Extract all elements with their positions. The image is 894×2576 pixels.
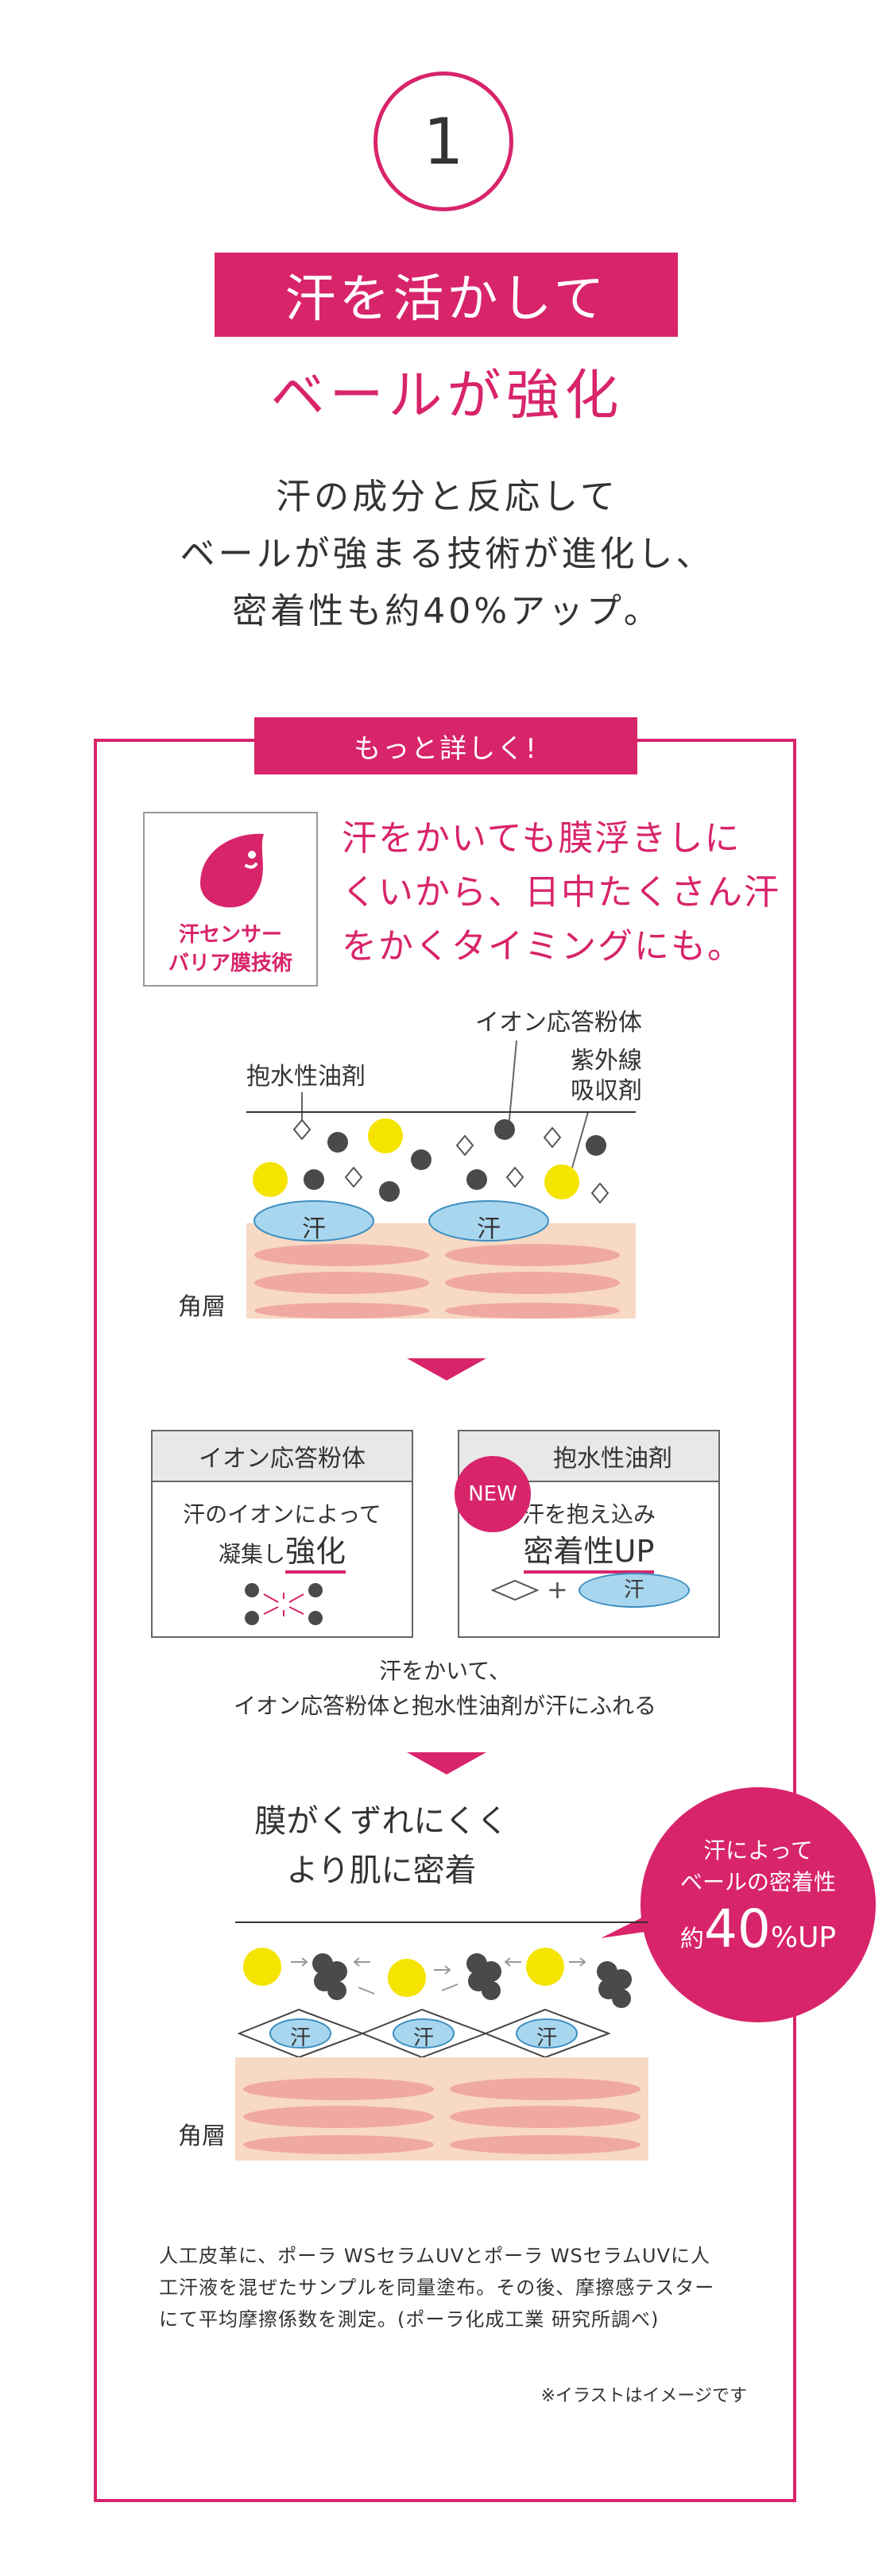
badge-line-2: バリア膜技術	[168, 952, 292, 975]
bubble-value-row: 約40%UP	[641, 1898, 876, 1960]
diagram-before	[246, 1040, 636, 1319]
ion-box-prefix: 凝集し	[218, 1541, 285, 1567]
oil-diamond-icon	[491, 1579, 539, 1601]
stratum-corneum-label-1: 角層	[178, 1293, 226, 1321]
result-line-1: 膜がくずれにくく	[254, 1803, 509, 1840]
tech-description: 汗をかいても膜浮きしに くいから、日中たくさん汗 をかくタイミングにも。	[342, 818, 780, 967]
bubble-value: 40	[703, 1898, 771, 1960]
ion-box-strong: 強化	[285, 1534, 346, 1574]
sweat-ellipse-box: 汗	[579, 1573, 690, 1608]
sweat-drop-icon	[200, 833, 264, 908]
down-arrow-1	[407, 1358, 486, 1381]
bubble-unit: %UP	[770, 1921, 837, 1954]
stratum-corneum-label-2: 角層	[178, 2122, 226, 2150]
label-uv-2: 吸収剤	[571, 1077, 642, 1105]
ion-box-title: イオン応答粉体	[153, 1431, 412, 1482]
more-details-tag: もっと詳しく!	[254, 717, 637, 774]
plus-sign: +	[547, 1574, 568, 1605]
result-line-2: より肌に密着	[286, 1852, 477, 1889]
sweat-label-2: 汗	[477, 1215, 501, 1243]
sweat-label-3: 汗	[290, 2026, 312, 2050]
down-arrow-2	[407, 1752, 486, 1775]
section-title: 汗を活かして	[215, 253, 678, 337]
sweat-sensor-badge: 汗センサー バリア膜技術	[143, 812, 318, 987]
ion-box-line2: 凝集し強化	[153, 1533, 412, 1574]
bubble-line-2: ベールの密着性	[679, 1869, 836, 1895]
middle-text-1: 汗をかいて、	[379, 1658, 511, 1684]
bubble-prefix: 約	[679, 1925, 704, 1953]
new-badge: NEW	[455, 1456, 531, 1532]
label-ion-powder: イオン応答粉体	[475, 1009, 642, 1037]
ion-box-line1: 汗のイオンによって	[183, 1501, 381, 1527]
label-oil: 抱水性油剤	[246, 1063, 366, 1091]
test-footnote: 人工皮革に、ポーラ WSセラムUVとポーラ WSセラムUVに人 工汗液を混ぜたサ…	[159, 2245, 715, 2331]
section-subtitle: ベールが強化	[270, 365, 624, 427]
oil-box-line1: 汗を抱え込み	[521, 1501, 656, 1527]
bubble-line-1: 汗によって	[703, 1837, 813, 1863]
label-uv-1: 紫外線	[571, 1047, 642, 1075]
badge-line-1: 汗センサー	[178, 923, 282, 947]
section-number: 1	[373, 71, 513, 211]
result-bubble: 汗によって ベールの密着性 約40%UP	[641, 1787, 876, 2022]
oil-box-strong: 密着性UP	[523, 1534, 655, 1574]
sweat-label-4: 汗	[413, 2026, 435, 2050]
diagram-after	[235, 1921, 648, 2161]
ion-powder-box: イオン応答粉体 汗のイオンによって 凝集し強化	[151, 1430, 413, 1638]
middle-text-2: イオン応答粉体と抱水性油剤が汗にふれる	[233, 1693, 656, 1719]
sweat-label-1: 汗	[302, 1215, 326, 1243]
illustration-note: ※イラストはイメージです	[540, 2386, 747, 2406]
sweat-label-5: 汗	[536, 2026, 558, 2050]
lead-text: 汗の成分と反応して ベールが強まる技術が進化し、 密着性も約40%アップ。	[180, 477, 714, 631]
aggregation-icon	[245, 1583, 323, 1625]
